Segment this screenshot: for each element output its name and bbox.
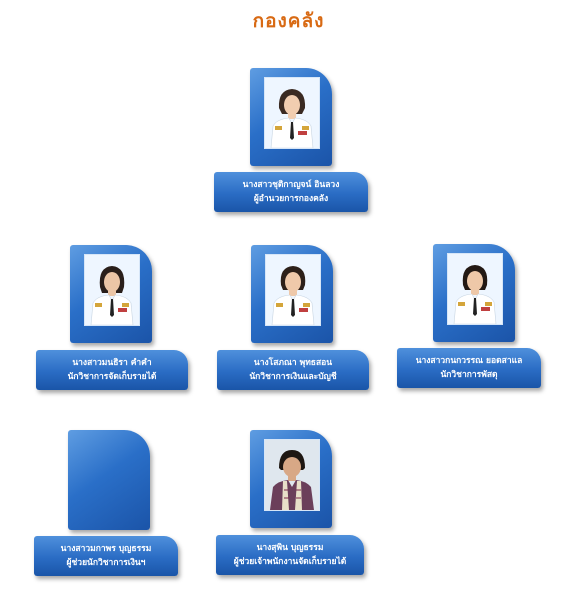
portrait-photo [264, 439, 320, 511]
photo-frame-supplies-officer [433, 244, 515, 342]
photo-frame-finance-assistant [68, 430, 150, 530]
photo-frame-revenue-officer [70, 245, 152, 343]
person-name: นางสุพิน บุญธรรม [256, 543, 324, 553]
photo-frame-director [250, 68, 332, 166]
person-name: นางสาวมนธิรา คำคำ [72, 358, 152, 368]
person-label-supplies-officer: นางสาวกนกวรรณ ยอดสาแล นักวิชาการพัสดุ [397, 348, 541, 388]
person-position: ผู้อำนวยการกองคลัง [253, 194, 329, 204]
person-label-finance-officer: นางโสภณา พุทธสอน นักวิชาการเงินและบัญชี [217, 350, 369, 390]
person-label-revenue-officer: นางสาวมนธิรา คำคำ นักวิชาการจัดเก็บรายได… [36, 350, 188, 390]
person-position: นักวิชาการเงินและบัญชี [249, 372, 337, 382]
photo-frame-revenue-assistant [250, 430, 332, 528]
person-position: ผู้ช่วยนักวิชาการเงินฯ [66, 558, 146, 568]
portrait-photo [447, 253, 503, 325]
portrait-photo [84, 254, 140, 326]
person-label-director: นางสาวชุติกาญจน์ อินลวง ผู้อำนวยการกองคล… [214, 172, 368, 212]
person-name: นางสาวมกาพร บุญธรรม [60, 544, 152, 554]
photo-frame-finance-officer [251, 245, 333, 343]
person-name: นางสาวชุติกาญจน์ อินลวง [242, 180, 340, 190]
person-position: นักวิชาการพัสดุ [440, 370, 498, 380]
portrait-photo [265, 254, 321, 326]
person-label-finance-assistant: นางสาวมกาพร บุญธรรม ผู้ช่วยนักวิชาการเงิ… [34, 536, 178, 576]
person-position: นักวิชาการจัดเก็บรายได้ [67, 372, 157, 382]
portrait-photo [264, 77, 320, 149]
person-name: นางโสภณา พุทธสอน [253, 358, 333, 368]
person-label-revenue-assistant: นางสุพิน บุญธรรม ผู้ช่วยเจ้าพนักงานจัดเก… [216, 535, 364, 575]
person-position: ผู้ช่วยเจ้าพนักงานจัดเก็บรายได้ [233, 557, 347, 567]
person-name: นางสาวกนกวรรณ ยอดสาแล [415, 356, 523, 366]
page-title: กองคลัง [252, 10, 325, 32]
